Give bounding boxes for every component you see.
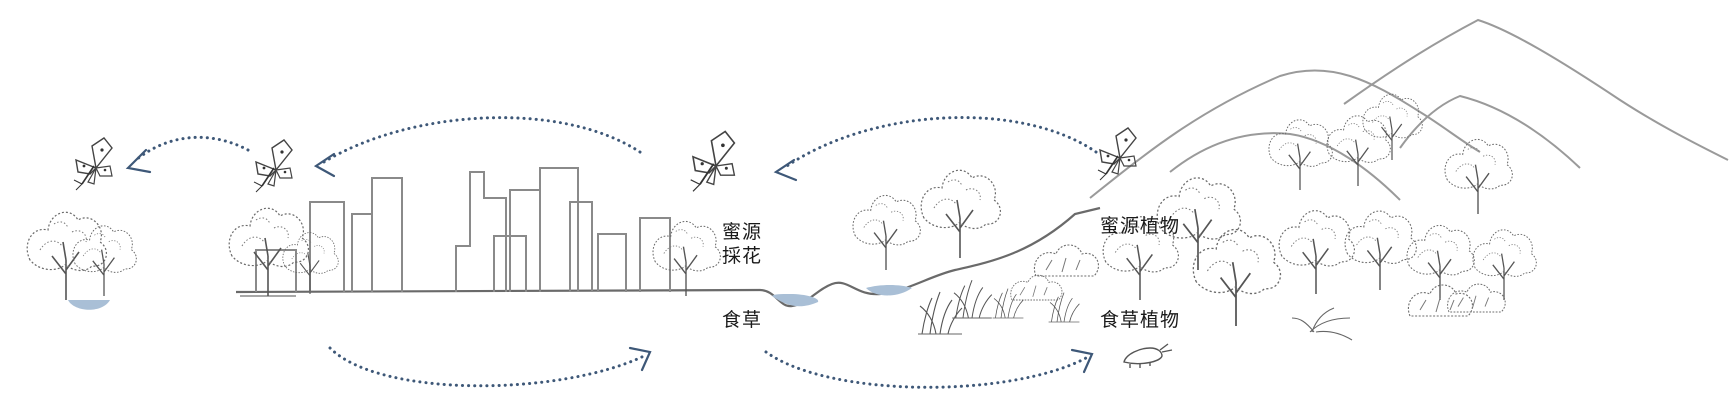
butterfly-icon (73, 137, 113, 191)
ground-line (235, 206, 1101, 308)
mountain-icon (1089, 18, 1729, 201)
host-plants-label: 食草植物 (1100, 309, 1181, 331)
butterfly-icon (1097, 127, 1137, 181)
flow-arrow-hills-to-edge (782, 116, 1098, 170)
nectar-plants-label: 蜜源植物 (1100, 215, 1181, 237)
arrow-heads (125, 148, 1094, 374)
fern-icon (1291, 307, 1353, 341)
flow-arrow-edge-bottom (764, 350, 1088, 389)
butterfly-icon (253, 139, 293, 193)
flow-arrow-city-to-forest-left (134, 135, 250, 162)
nectar-visit-line1: 蜜源 (722, 221, 763, 243)
butterfly-icon (689, 130, 736, 193)
nectar-visit-line2: 採花 (722, 245, 763, 267)
host-eating-label: 食草 (722, 309, 763, 331)
flow-arrow-edge-to-city (322, 116, 642, 164)
flow-arrow-city-bottom (328, 346, 646, 388)
caterpillar-icon (1123, 343, 1173, 368)
nectar-visit-label: 蜜源 採花 (722, 220, 762, 268)
grass-icon (917, 279, 1080, 335)
shrub-icon (1010, 244, 1506, 317)
flow-arrows (134, 116, 1098, 389)
building-icon (240, 167, 671, 297)
water-pond-icon (68, 285, 912, 310)
